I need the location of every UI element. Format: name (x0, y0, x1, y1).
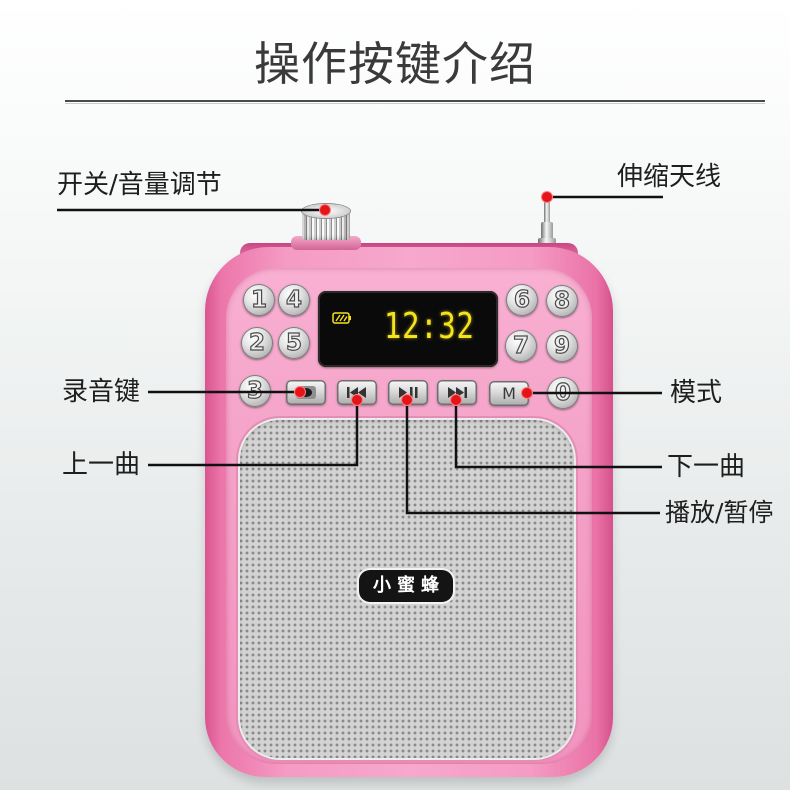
lcd-display (318, 291, 498, 367)
callout-label-mode: 模式 (670, 378, 723, 408)
mode-button-label: M (502, 384, 516, 403)
number-key-3: 3 (239, 375, 271, 407)
previous-track-icon (347, 387, 366, 398)
brand-name: 小蜜蜂 (373, 575, 445, 596)
callout-label-power-volume: 开关/音量调节 (57, 170, 222, 200)
number-key-9: 9 (546, 330, 578, 362)
callout-label-play-pause: 播放/暂停 (665, 498, 774, 527)
battery-icon (332, 312, 351, 324)
number-key-6: 6 (506, 284, 538, 316)
record-icon (296, 386, 316, 399)
antenna-middle (541, 222, 553, 240)
volume-knob-cap (302, 204, 350, 218)
next-track-icon (448, 387, 467, 398)
number-key-0: 0 (547, 377, 579, 409)
mode-button: M (489, 381, 529, 406)
callout-label-record: 录音键 (62, 377, 141, 407)
number-key-8: 8 (546, 285, 578, 317)
number-key-7: 7 (505, 330, 537, 362)
play-pause-button (388, 380, 428, 405)
play-pause-icon (399, 387, 418, 398)
callout-label-previous: 上一曲 (62, 450, 141, 480)
page-title: 操作按键介绍 (254, 37, 536, 91)
callout-label-antenna: 伸缩天线 (617, 162, 722, 192)
title-divider (65, 100, 765, 102)
number-key-4: 4 (278, 284, 310, 316)
next-track-button (437, 380, 477, 405)
previous-track-button (337, 380, 377, 405)
number-key-1: 1 (243, 284, 275, 316)
number-key-2: 2 (241, 327, 273, 359)
title-divider-shadow (65, 103, 765, 104)
brand-logo: 小蜜蜂 (359, 570, 453, 602)
callout-label-next: 下一曲 (667, 452, 746, 482)
display-time: 12:32 (384, 306, 475, 347)
antenna-tip (544, 200, 550, 224)
number-key-5: 5 (278, 327, 310, 359)
record-button (286, 380, 326, 405)
